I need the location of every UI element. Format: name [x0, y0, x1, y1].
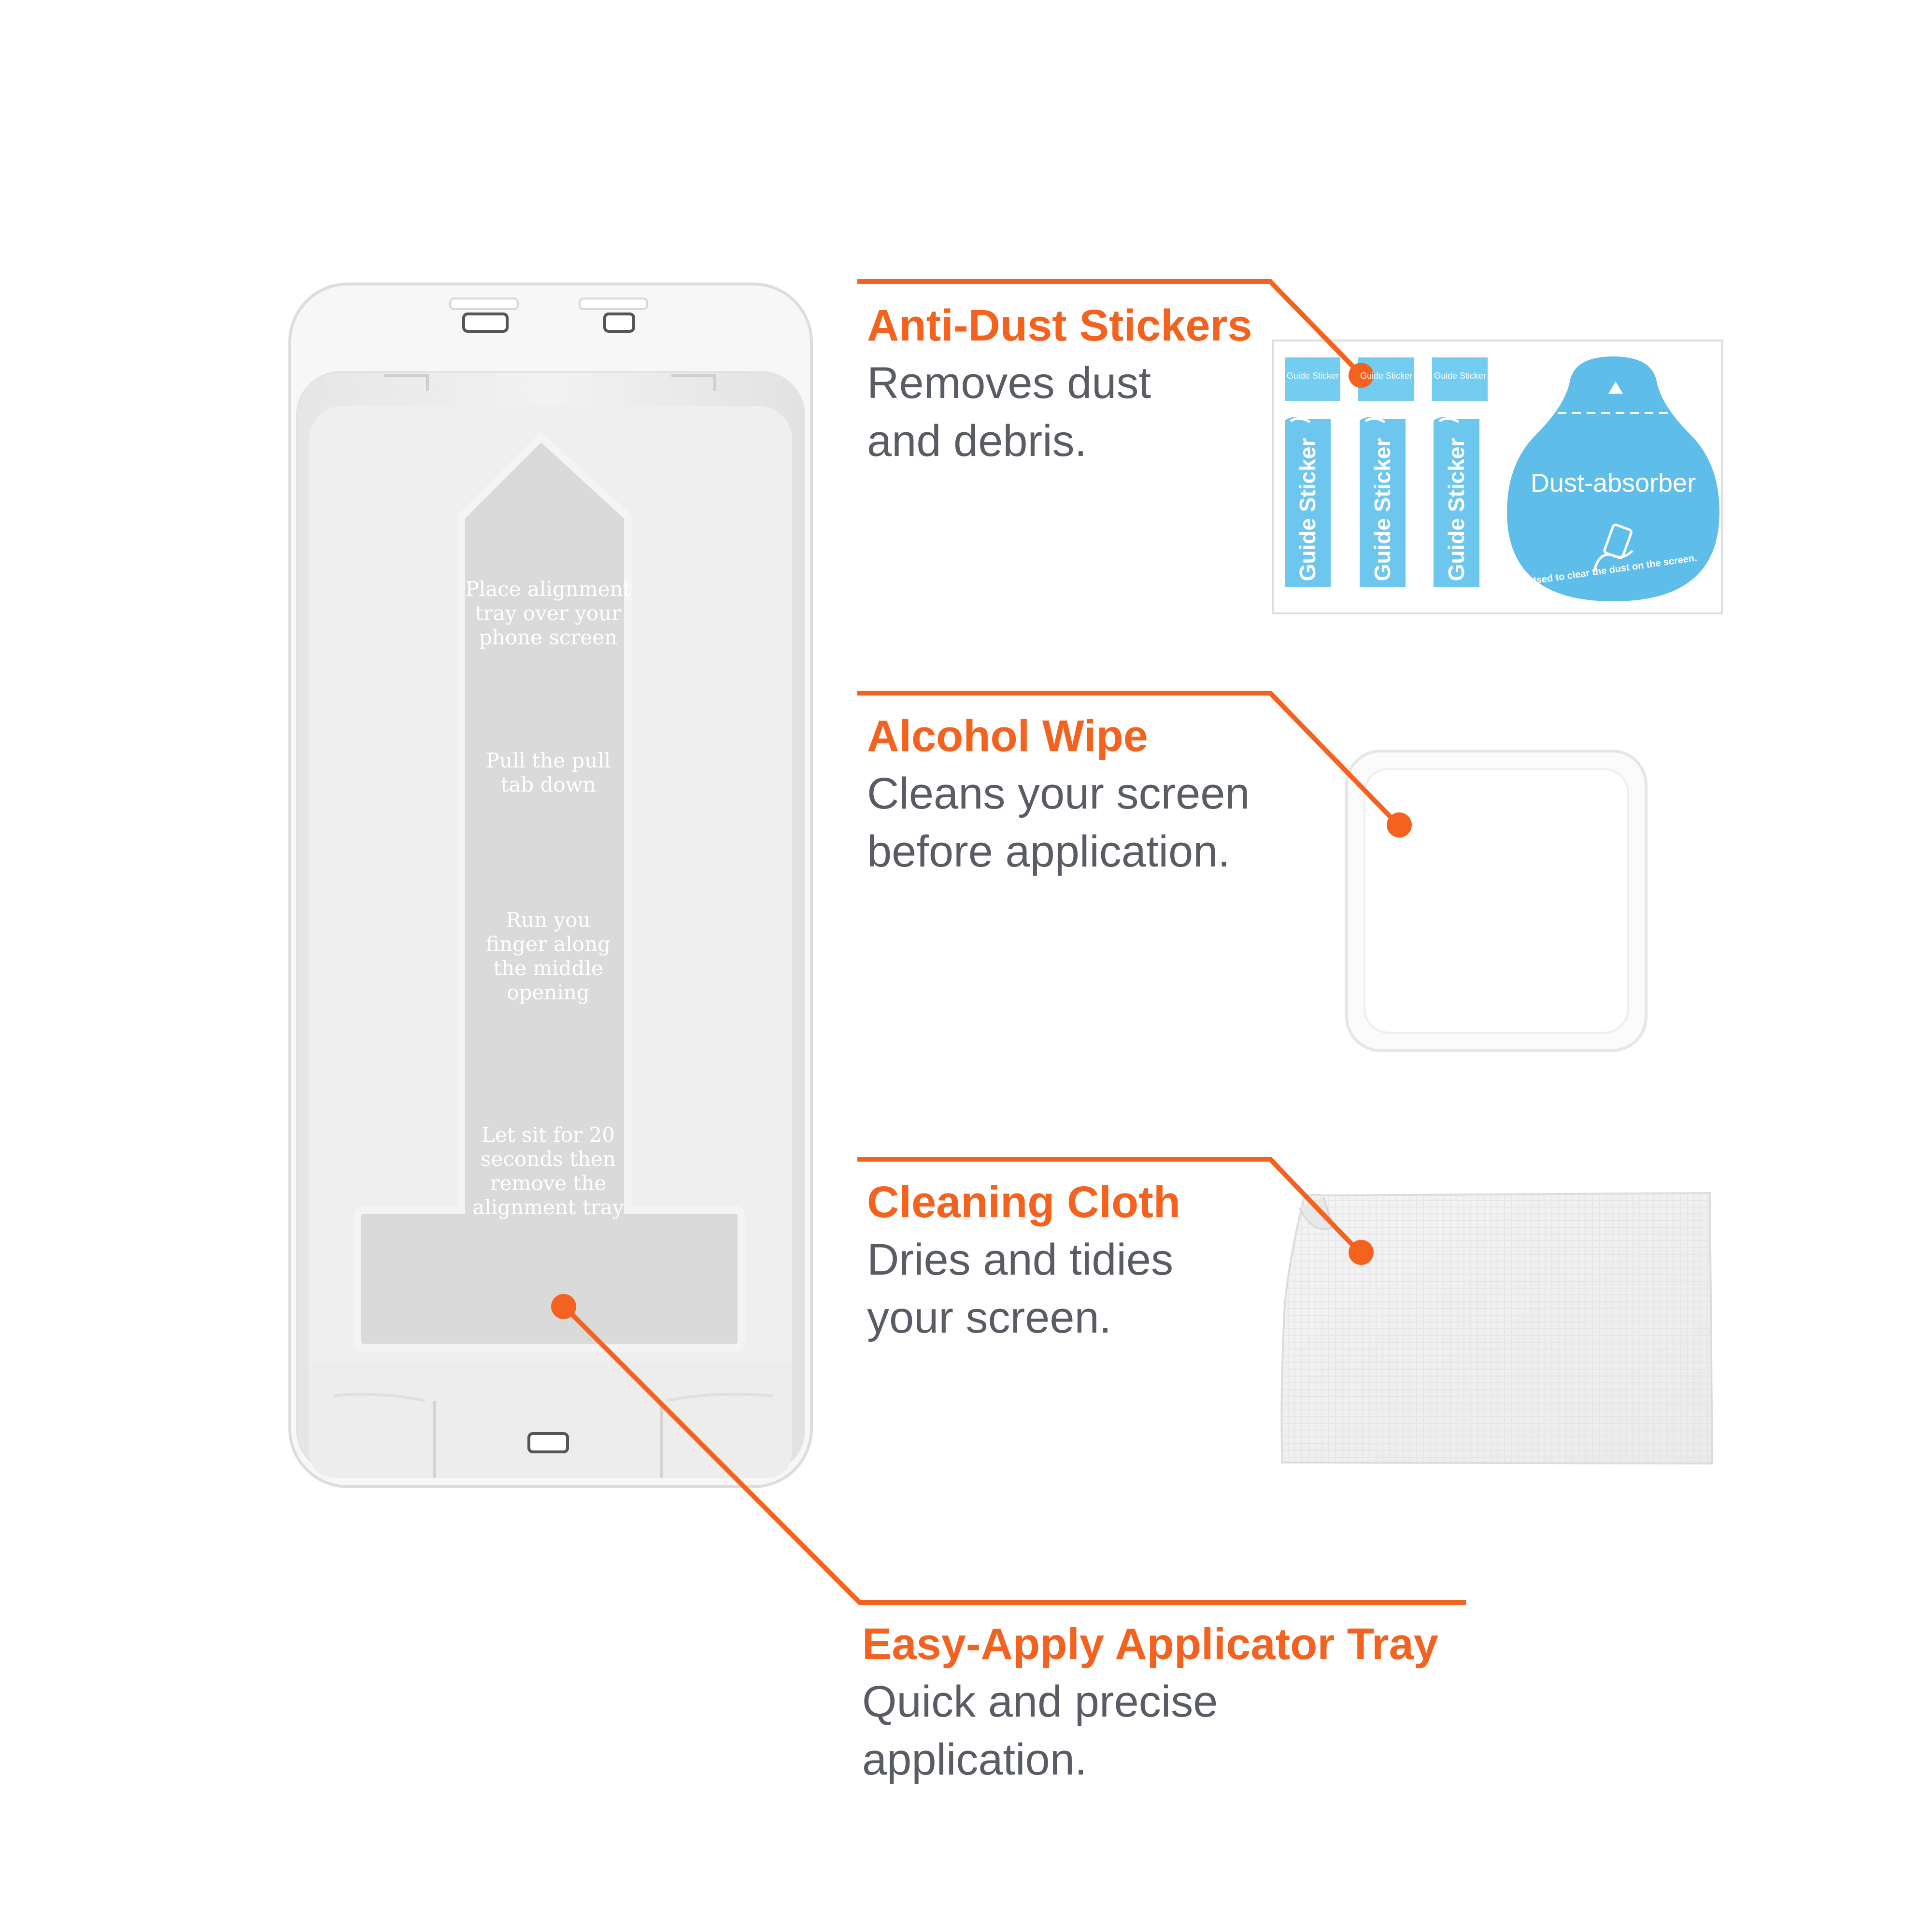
guide-sticker-top-3 — [1432, 357, 1488, 401]
dot-applicator-tray — [551, 1294, 576, 1319]
tray-step-line: tray over your — [475, 601, 622, 625]
corner-tab-right — [671, 374, 716, 391]
callout-dots — [551, 363, 1412, 1319]
tray-step-2: Pull the pull tab down — [461, 749, 635, 797]
dust-absorber-label: Dust-absorber — [1530, 469, 1696, 497]
tray-step-1: Place alignment tray over your phone scr… — [461, 577, 635, 650]
guide-sticker-label-2: Guide Sticker — [1370, 438, 1395, 582]
tray-step-line: Place alignment — [465, 577, 631, 601]
callout-title: Alcohol Wipe — [867, 711, 1148, 761]
callout-description-line: Cleans your screen — [867, 769, 1250, 818]
dot-cleaning-cloth — [1349, 1240, 1374, 1265]
tray-step-line: remove the — [490, 1171, 607, 1195]
leader-lines — [562, 279, 1466, 1605]
hand-phone-icon — [1592, 524, 1634, 573]
top-clip-left — [462, 313, 509, 333]
guide-sticker-label-1: Guide Sticker — [1295, 438, 1320, 582]
anti-dust-sticker-sheet — [1272, 340, 1723, 614]
dot-anti-dust — [1349, 363, 1374, 388]
dot-alcohol-wipe — [1387, 812, 1412, 838]
top-clip-right — [603, 313, 635, 333]
tray-step-line: opening — [507, 980, 590, 1004]
guide-sticker-1 — [1285, 417, 1331, 587]
tray-step-line: Let sit for 20 — [482, 1123, 615, 1147]
callout-description-line: before application. — [867, 827, 1230, 876]
alignment-guide-channel — [354, 431, 745, 1351]
wipe-inner — [1364, 768, 1629, 1034]
tray-bottom-ledge — [309, 1362, 792, 1478]
guide-sticker-3 — [1434, 417, 1479, 587]
leader-line-alcohol-wipe — [857, 691, 1400, 827]
callout-description: Removes dust and debris. — [867, 354, 1252, 470]
tray-step-line: Pull the pull — [485, 749, 611, 772]
tray-step-line: seconds then — [481, 1147, 616, 1171]
cloth-folded-corner — [1298, 1196, 1334, 1230]
guide-sticker-2 — [1360, 417, 1406, 587]
alcohol-wipe — [1345, 750, 1648, 1052]
corner-tab-left — [384, 374, 429, 391]
callout-applicator-tray: Easy-Apply Applicator Tray Quick and pre… — [862, 1616, 1438, 1789]
callout-description-line: Removes dust — [867, 358, 1151, 408]
guide-sticker-label-3: Guide Sticker — [1444, 438, 1469, 582]
guide-sticker-top-1 — [1285, 357, 1340, 401]
callout-title: Anti-Dust Stickers — [867, 301, 1252, 350]
pull-tab-guides — [433, 1401, 663, 1478]
bottom-clip — [527, 1432, 569, 1453]
callout-title: Easy-Apply Applicator Tray — [862, 1619, 1438, 1669]
tray-step-line: finger along — [486, 932, 611, 956]
callout-cleaning-cloth: Cleaning Cloth Dries and tidies your scr… — [867, 1174, 1180, 1347]
dust-absorber-sticker — [1507, 356, 1719, 601]
callout-alcohol-wipe: Alcohol Wipe Cleans your screen before a… — [867, 708, 1250, 881]
guide-sticker-top-label-3: Guide Sticker — [1434, 371, 1487, 381]
callout-description: Cleans your screen before application. — [867, 765, 1250, 881]
callout-description: Dries and tidies your screen. — [867, 1231, 1180, 1347]
callout-description: Quick and precise application. — [862, 1673, 1438, 1789]
tray-step-4: Let sit for 20 seconds then remove the a… — [461, 1123, 635, 1220]
callout-description-line: Quick and precise — [862, 1677, 1218, 1726]
leader-line-anti-dust — [857, 279, 1362, 375]
tray-step-line: Run you — [506, 908, 591, 932]
tray-step-line: phone screen — [479, 625, 618, 649]
leader-line-applicator-tray — [562, 1305, 1466, 1605]
callout-description-line: application. — [862, 1735, 1087, 1784]
callout-description-line: Dries and tidies — [867, 1235, 1174, 1284]
leader-line-cleaning-cloth — [857, 1157, 1362, 1254]
bottom-curves — [333, 1392, 773, 1402]
callout-title: Cleaning Cloth — [867, 1178, 1181, 1227]
tray-step-3: Run you finger along the middle opening — [461, 908, 635, 1005]
callout-description-line: your screen. — [867, 1293, 1112, 1342]
tray-step-line: alignment tray — [472, 1195, 624, 1219]
callout-anti-dust-stickers: Anti-Dust Stickers Removes dust and debr… — [867, 297, 1252, 470]
guide-sticker-top-label-1: Guide Sticker — [1287, 371, 1339, 381]
top-slot-right — [579, 298, 648, 310]
guide-sticker-top-label-2: Guide Sticker — [1360, 371, 1413, 381]
tray-step-line: the middle — [493, 956, 603, 980]
tray-step-line: tab down — [500, 773, 596, 796]
cleaning-cloth — [1280, 1192, 1714, 1465]
top-slot-left — [449, 298, 519, 310]
dust-absorber-arrow-icon — [1608, 382, 1623, 394]
callout-description-line: and debris. — [867, 416, 1087, 466]
applicator-tray — [288, 283, 813, 1488]
cloth-texture — [1281, 1193, 1712, 1463]
